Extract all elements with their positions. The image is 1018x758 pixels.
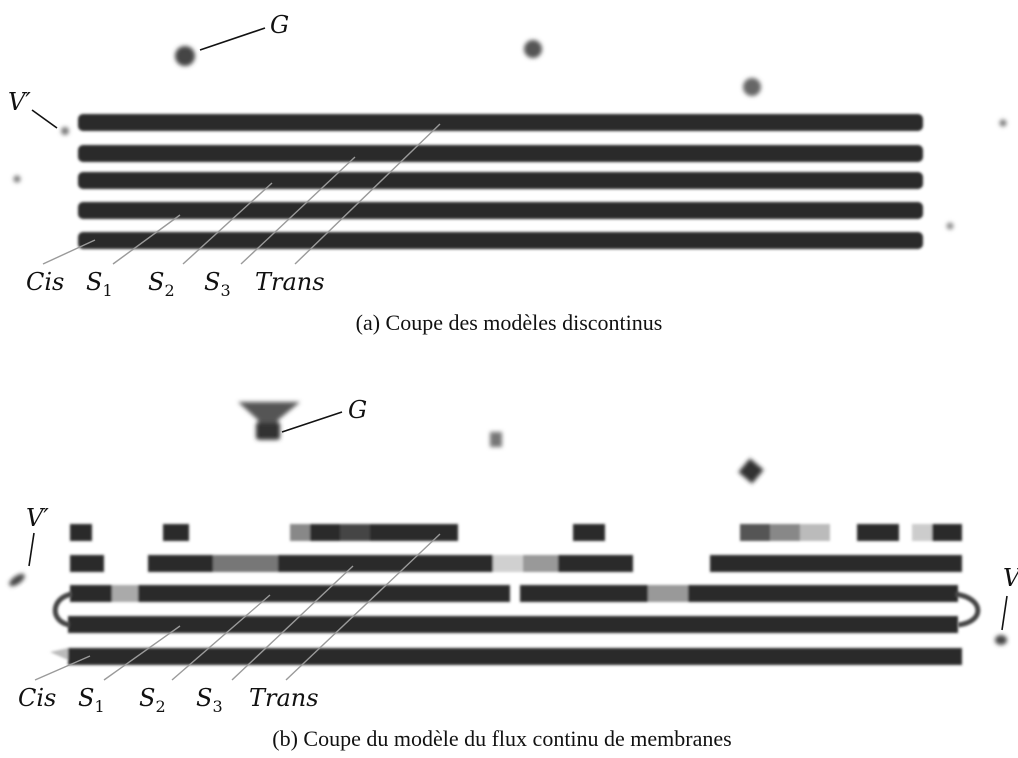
label-v: V bbox=[1003, 564, 1018, 592]
panel-b-lateral-tubules bbox=[52, 591, 981, 628]
panel-b: G V′ V Cis S1 S2 S3 Trans (b) Coupe du m… bbox=[9, 396, 1018, 751]
cisterna-s1 bbox=[78, 202, 923, 219]
leader-s3 bbox=[231, 565, 354, 681]
cisterna-trans-fragment bbox=[857, 524, 899, 541]
cisterna-trans-fragment bbox=[70, 524, 92, 541]
label-s2: S2 bbox=[148, 268, 175, 300]
label-cis: Cis bbox=[18, 684, 56, 712]
leader-g bbox=[199, 27, 266, 51]
small-vesicle bbox=[946, 222, 954, 230]
label-s1: S1 bbox=[86, 268, 113, 300]
panel-b-labels: G V′ V Cis S1 S2 S3 Trans bbox=[18, 396, 1018, 716]
cisterna-cis bbox=[78, 232, 923, 249]
leader-s1 bbox=[103, 625, 181, 681]
cisterna-trans-fragment bbox=[770, 524, 800, 541]
left-tubule bbox=[52, 591, 73, 628]
cisterna-s3 bbox=[710, 555, 962, 572]
panel-a-labels: G V′ Cis S1 S2 S3 Trans bbox=[8, 11, 325, 300]
cis-tip bbox=[50, 648, 68, 660]
label-g: G bbox=[348, 396, 367, 424]
cisterna-trans-fragment bbox=[573, 524, 605, 541]
cisterna-trans-fragment bbox=[800, 524, 830, 541]
cisterna-s2 bbox=[78, 172, 923, 189]
small-vesicle bbox=[999, 119, 1007, 127]
cisterna-s3 bbox=[78, 145, 923, 162]
leader-v bbox=[1001, 595, 1008, 631]
cisterna-trans-fragment bbox=[912, 524, 932, 541]
cisterna-s3 bbox=[70, 555, 104, 572]
leader-g bbox=[281, 411, 343, 433]
panel-a-cisternae bbox=[78, 114, 923, 249]
panel-a-vesicles bbox=[13, 40, 1007, 230]
leader-s1 bbox=[112, 214, 181, 265]
small-vesicle bbox=[490, 432, 502, 447]
label-cis: Cis bbox=[26, 268, 64, 296]
cisterna-s3 bbox=[278, 555, 493, 572]
cisterna-s1 bbox=[68, 616, 958, 633]
leader-s2 bbox=[182, 182, 273, 265]
label-s1: S1 bbox=[78, 684, 105, 716]
cisterna-trans-fragment bbox=[932, 524, 962, 541]
leader-vprime bbox=[31, 109, 58, 129]
golgi-funnel-vesicle bbox=[238, 402, 300, 440]
label-g: G bbox=[270, 11, 289, 39]
golgi-vesicle bbox=[175, 46, 195, 66]
small-vesicle bbox=[738, 458, 764, 484]
small-vesicle bbox=[61, 127, 69, 135]
label-vprime: V′ bbox=[26, 504, 49, 532]
vesicle-v bbox=[995, 635, 1007, 645]
label-vprime: V′ bbox=[8, 88, 31, 116]
cisterna-trans-fragment bbox=[340, 524, 370, 541]
cisterna-s2 bbox=[112, 585, 138, 602]
cisterna-s3 bbox=[558, 555, 633, 572]
leader-cis bbox=[42, 239, 96, 265]
vesicle-vprime bbox=[9, 573, 25, 587]
golgi-vesicle bbox=[743, 78, 761, 96]
cisterna-trans-fragment bbox=[290, 524, 310, 541]
cisterna-s2 bbox=[70, 585, 112, 602]
panel-a-leaders bbox=[31, 27, 441, 265]
cisterna-s3 bbox=[213, 555, 278, 572]
label-s3: S3 bbox=[196, 684, 223, 716]
panel-b-cisternae bbox=[50, 524, 962, 665]
panel-a: G V′ Cis S1 S2 S3 Trans (a) Coupe des mo… bbox=[8, 11, 1007, 335]
cisterna-s3 bbox=[148, 555, 213, 572]
panel-b-caption: (b) Coupe du modèle du flux continu de m… bbox=[272, 726, 731, 751]
label-trans: Trans bbox=[249, 684, 319, 712]
cisterna-s3 bbox=[493, 555, 523, 572]
cisterna-trans-fragment bbox=[740, 524, 770, 541]
label-s2: S2 bbox=[139, 684, 166, 716]
panel-b-leaders bbox=[28, 411, 1008, 681]
leader-trans bbox=[294, 123, 441, 265]
cisterna-cis bbox=[68, 648, 962, 665]
leader-s3 bbox=[240, 156, 356, 265]
cisterna-s2 bbox=[520, 585, 648, 602]
cisterna-s2 bbox=[648, 585, 688, 602]
cisterna-s3 bbox=[523, 555, 558, 572]
panel-a-caption: (a) Coupe des modèles discontinus bbox=[356, 310, 663, 335]
cisterna-trans-fragment bbox=[163, 524, 189, 541]
leader-s2 bbox=[171, 594, 271, 681]
leader-vprime bbox=[28, 532, 35, 567]
cisterna-s2 bbox=[688, 585, 958, 602]
small-vesicle bbox=[13, 175, 21, 183]
leader-cis bbox=[34, 655, 91, 681]
label-trans: Trans bbox=[255, 268, 325, 296]
golgi-vesicle bbox=[524, 40, 542, 58]
label-s3: S3 bbox=[204, 268, 231, 300]
right-tubule bbox=[954, 591, 981, 628]
cisterna-trans bbox=[78, 114, 923, 131]
leader-trans bbox=[285, 533, 441, 681]
